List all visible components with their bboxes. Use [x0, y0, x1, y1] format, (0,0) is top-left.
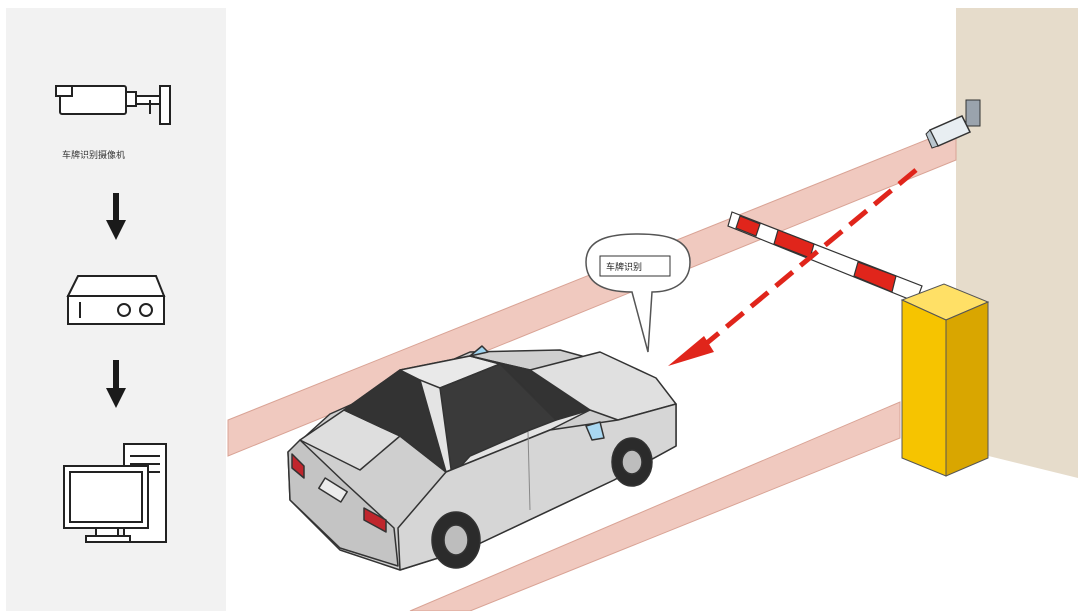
camera-icon	[56, 86, 170, 124]
controller-icon	[68, 276, 164, 324]
barrier-box	[902, 284, 988, 476]
speech-bubble-text: 车牌识别	[606, 261, 642, 273]
barrier-boom	[728, 212, 922, 302]
arrow-down-icon	[106, 193, 126, 240]
arrow-down-icon	[106, 360, 126, 408]
computer-icon	[64, 444, 166, 542]
camera-label: 车牌识别摄像机	[62, 149, 125, 161]
